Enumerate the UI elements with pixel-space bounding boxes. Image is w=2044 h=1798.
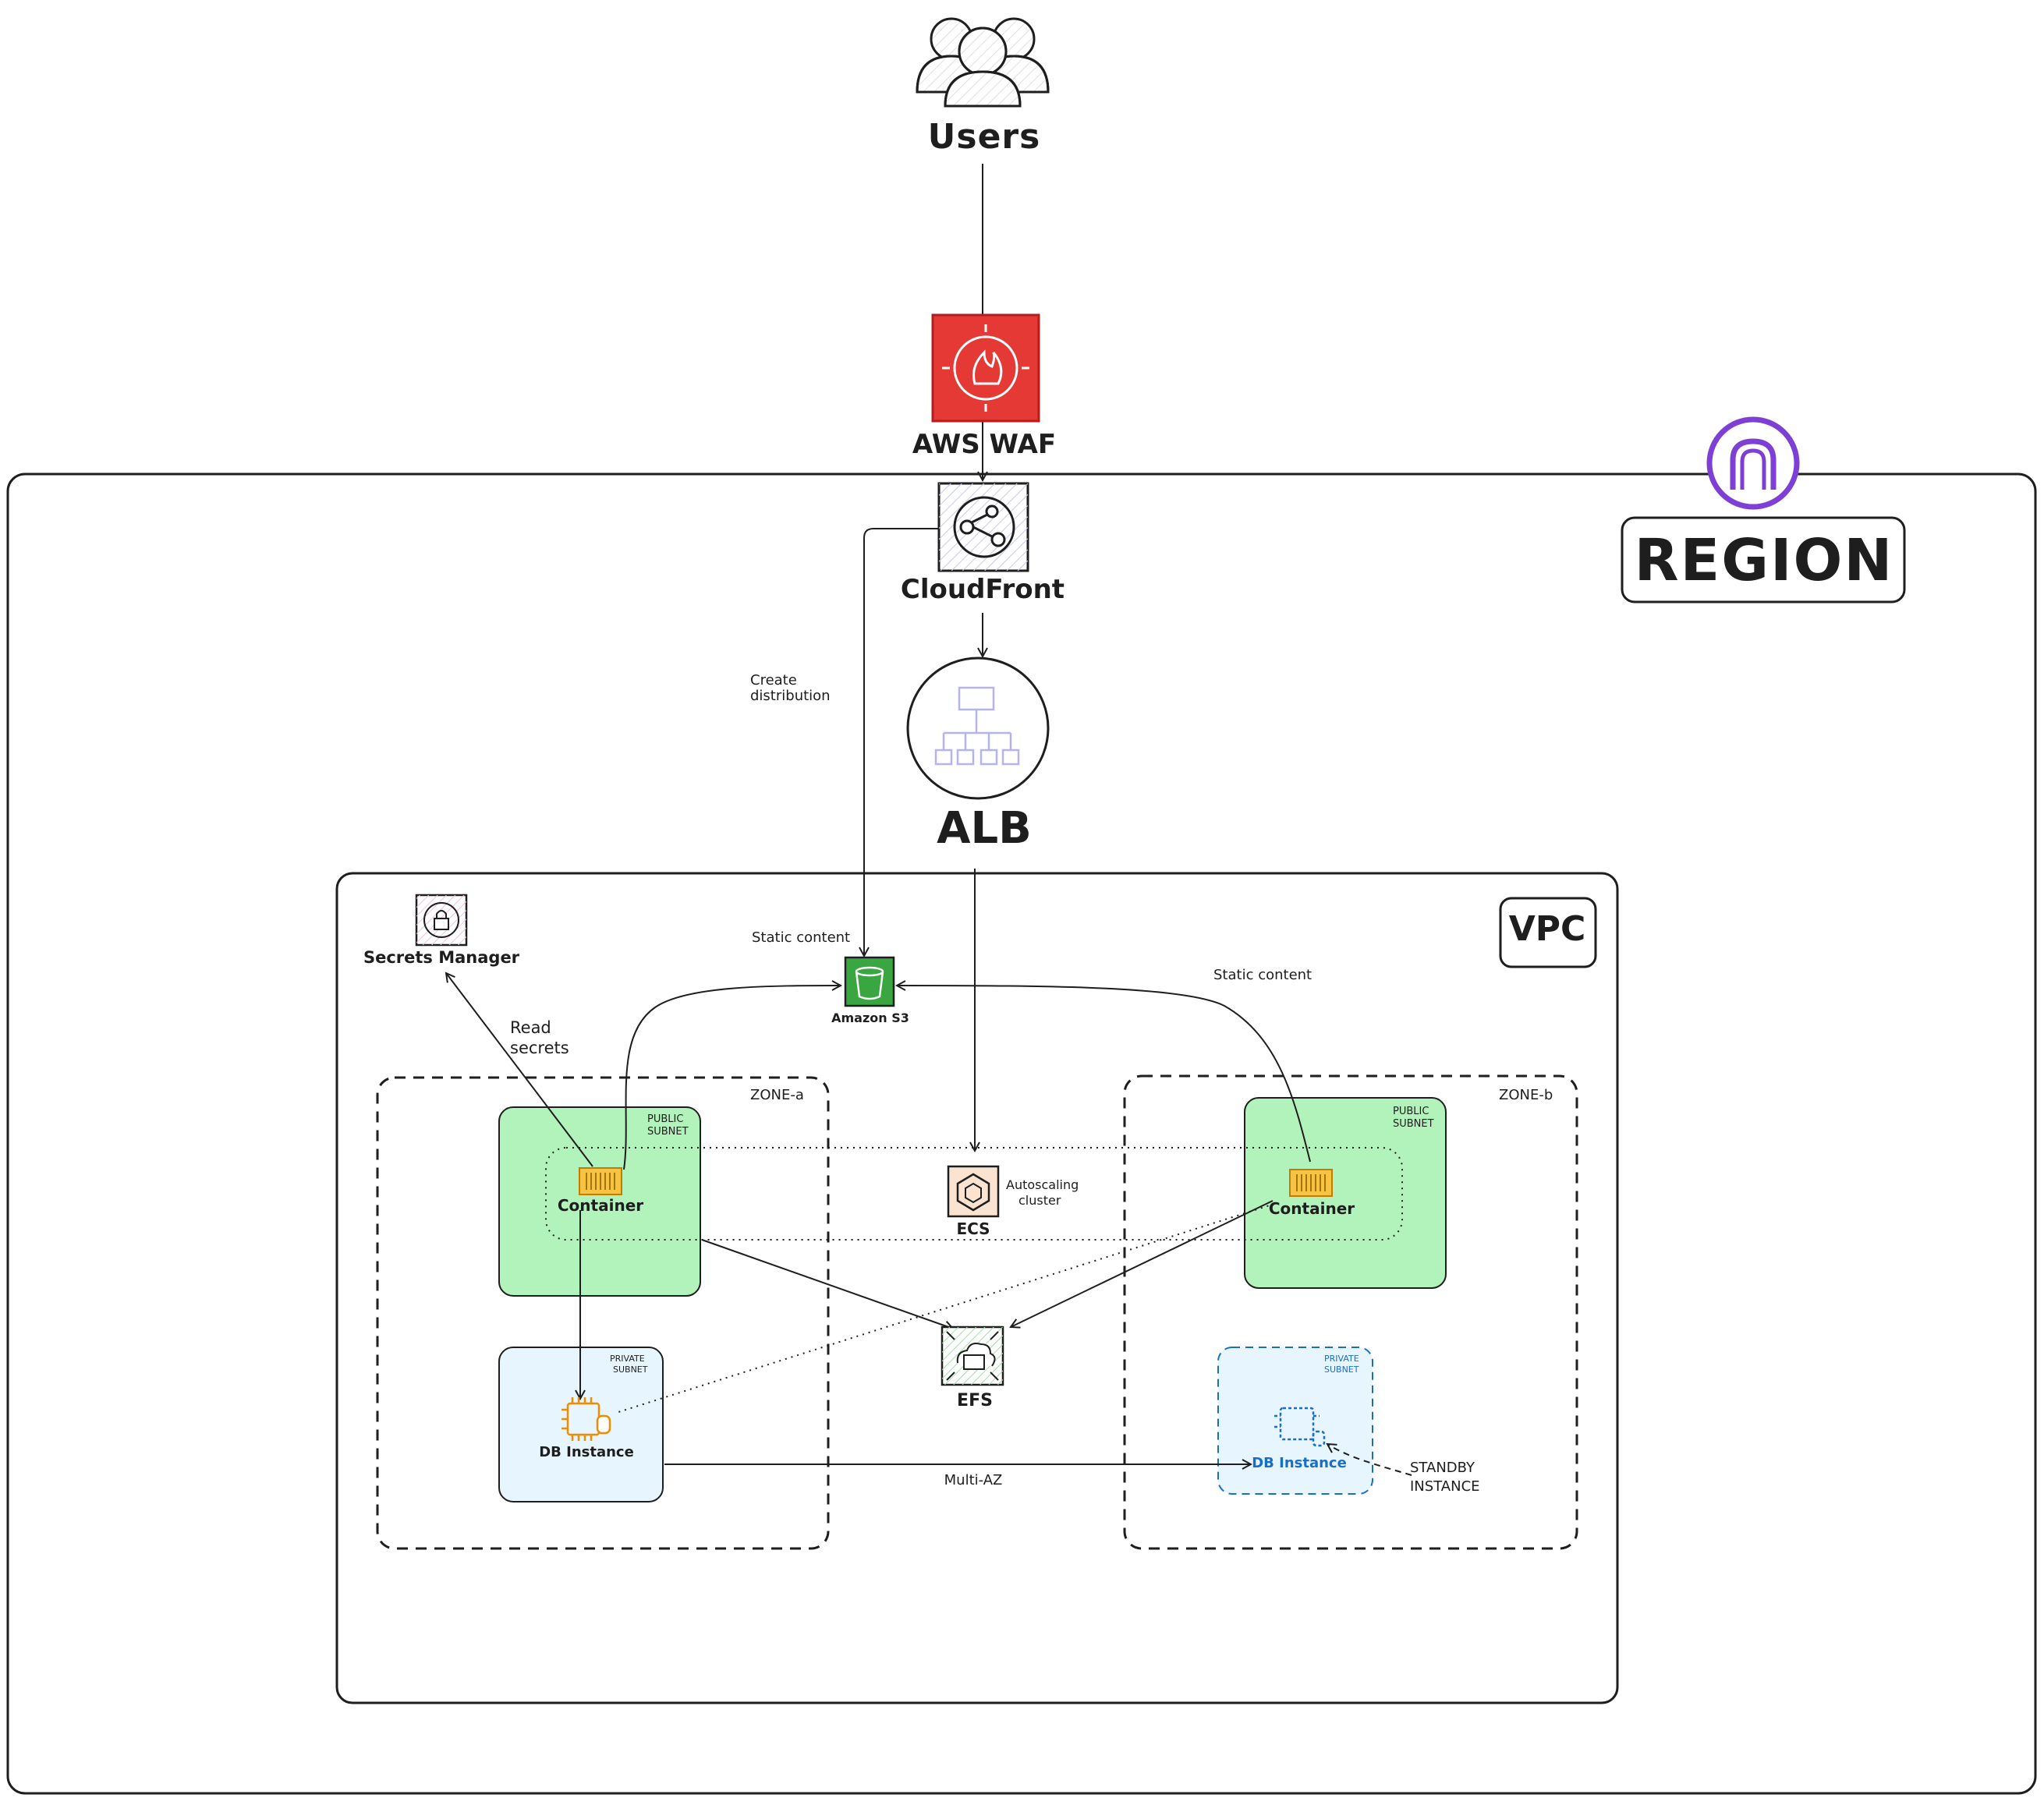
- s3-icon: [844, 956, 895, 1007]
- edge-subnet-a-efs: [701, 1239, 953, 1329]
- zone-b-container: [1123, 1074, 1578, 1550]
- db-a-label: DB Instance: [539, 1444, 634, 1460]
- db-instance-b-icon: [1274, 1407, 1326, 1447]
- efs-label: EFS: [957, 1391, 993, 1410]
- region-container: [6, 473, 2037, 1795]
- edge-standby-note: [1327, 1444, 1412, 1476]
- region-title-box: [1621, 516, 1906, 603]
- read-secrets-label-1: Read: [510, 1018, 551, 1037]
- edge-container-b-efs: [1011, 1200, 1274, 1327]
- read-secrets-label-2: secrets: [510, 1039, 569, 1057]
- static-content-label-right: Static content: [1213, 967, 1312, 983]
- efs-icon: [941, 1325, 1004, 1386]
- ecs-cluster-boundary: [545, 1147, 1403, 1241]
- edge-container-a-s3: [623, 986, 841, 1170]
- secrets-manager-icon: [415, 894, 468, 947]
- region-title: REGION: [1634, 527, 1894, 594]
- public-subnet-a-label-2: SUBNET: [647, 1126, 689, 1138]
- container-a-icon: [579, 1167, 622, 1195]
- container-b-label: Container: [1268, 1199, 1355, 1218]
- ecs-label: ECS: [956, 1219, 990, 1238]
- multi-az-label: Multi-AZ: [944, 1472, 1003, 1488]
- ecs-note-2: cluster: [1018, 1193, 1061, 1208]
- public-subnet-a-label-1: PUBLIC: [647, 1113, 684, 1125]
- secrets-manager-label: Secrets Manager: [363, 948, 520, 967]
- private-subnet-b: [1217, 1347, 1373, 1495]
- create-distribution-label-2: distribution: [750, 688, 831, 704]
- public-subnet-a: [498, 1106, 701, 1297]
- public-subnet-b-label-2: SUBNET: [1393, 1118, 1434, 1130]
- waf-label: AWS WAF: [912, 429, 1057, 460]
- edge-container-a-secrets: [446, 973, 593, 1167]
- public-subnet-b-label-1: PUBLIC: [1393, 1106, 1429, 1117]
- private-subnet-b-label-2: SUBNET: [1324, 1364, 1359, 1375]
- create-distribution-label-1: Create: [750, 672, 797, 688]
- db-instance-a-icon: [561, 1397, 611, 1441]
- standby-label-1: STANDBY: [1410, 1460, 1475, 1476]
- region-icon: [1706, 416, 1800, 510]
- zone-a-label: ZONE-a: [750, 1087, 804, 1103]
- alb-icon: [906, 657, 1050, 800]
- s3-label: Amazon S3: [831, 1010, 909, 1025]
- waf-icon: [931, 313, 1040, 423]
- ecs-icon: [947, 1165, 1000, 1218]
- zone-b-label: ZONE-b: [1499, 1087, 1553, 1103]
- container-b-icon: [1289, 1169, 1333, 1197]
- edge-container-b-db-a: [615, 1203, 1275, 1414]
- container-a-label: Container: [557, 1196, 644, 1215]
- cloudfront-icon: [937, 482, 1029, 572]
- private-subnet-a-label-1: PRIVATE: [610, 1354, 645, 1364]
- vpc-container: [335, 872, 1619, 1704]
- edges: [446, 164, 1412, 1476]
- ecs-note-1: Autoscaling: [1006, 1177, 1079, 1192]
- cloudfront-label: CloudFront: [900, 574, 1065, 605]
- db-b-label: DB Instance: [1252, 1455, 1347, 1471]
- users-icon: [916, 17, 1050, 108]
- standby-label-2: INSTANCE: [1410, 1478, 1480, 1495]
- vpc-title-box: [1499, 897, 1597, 968]
- edge-cloudfront-s3: [864, 528, 939, 956]
- users-label: Users: [927, 117, 1041, 157]
- private-subnet-b-label-1: PRIVATE: [1324, 1354, 1359, 1364]
- vpc-title: VPC: [1508, 909, 1586, 949]
- alb-label: ALB: [937, 803, 1032, 854]
- zone-a-container: [376, 1076, 830, 1550]
- private-subnet-a-label-2: SUBNET: [613, 1364, 648, 1375]
- static-content-label-left: Static content: [752, 929, 851, 946]
- edge-container-b-s3: [897, 986, 1311, 1163]
